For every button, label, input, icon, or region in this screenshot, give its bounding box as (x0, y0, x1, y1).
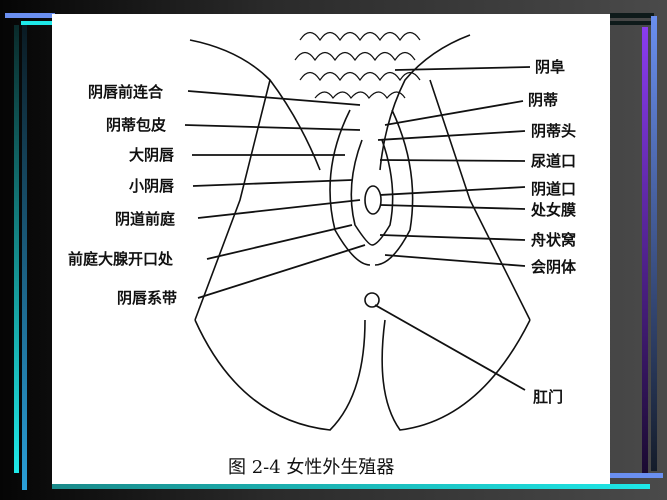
bottom-blue-bar (610, 473, 663, 478)
right-blue-stripe (651, 16, 657, 471)
label-vaginal-opening: 阴道口 (531, 180, 577, 198)
top-cyan-bar (21, 21, 54, 25)
top-right-dark-bar (610, 13, 654, 18)
label-labia-majora: 大阴唇 (129, 146, 175, 164)
right-purple-stripe (642, 27, 648, 475)
slide-panel (52, 14, 610, 484)
bottom-cyan-bar (52, 484, 650, 489)
left-cyan-stripe (14, 25, 19, 473)
label-fossa-navicularis: 舟状窝 (531, 231, 577, 249)
label-perineal-body: 会阴体 (531, 258, 577, 276)
label-glans-clitoris: 阴蒂头 (531, 122, 577, 140)
label-bartholin-opening: 前庭大腺开口处 (68, 250, 174, 268)
label-mons-pubis: 阴阜 (535, 58, 566, 76)
label-vestibule: 阴道前庭 (115, 210, 176, 228)
label-anterior-commissure: 阴唇前连合 (88, 83, 164, 101)
figure-caption: 图 2-4 女性外生殖器 (228, 457, 395, 478)
label-anus: 肛门 (533, 388, 564, 406)
label-frenulum: 阴唇系带 (117, 289, 178, 307)
left-blue-stripe (22, 25, 27, 490)
label-urethral-opening: 尿道口 (531, 152, 577, 170)
label-clitoral-hood: 阴蒂包皮 (106, 116, 167, 134)
top-right-dark-bar-2 (610, 21, 654, 25)
label-hymen: 处女膜 (531, 201, 577, 219)
top-blue-bar (5, 13, 55, 18)
label-clitoris: 阴蒂 (528, 91, 559, 109)
label-labia-minora: 小阴唇 (129, 177, 175, 195)
